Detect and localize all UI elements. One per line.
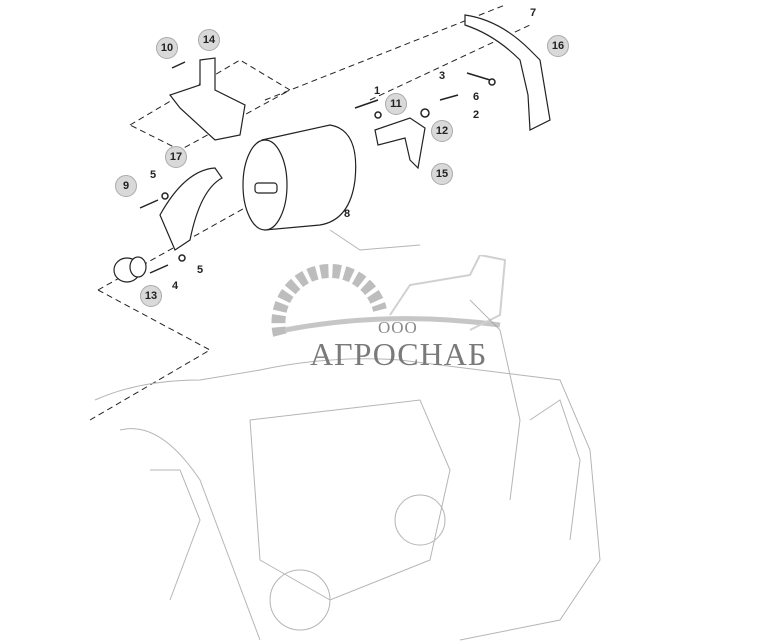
parts — [113, 14, 551, 283]
bracket-16 — [464, 14, 551, 131]
callout-3[interactable]: 3 — [439, 70, 446, 82]
callout-15[interactable]: 15 — [431, 163, 453, 185]
callout-14[interactable]: 14 — [198, 29, 220, 51]
belt-guard-17 — [159, 167, 223, 251]
callout-7[interactable]: 7 — [530, 7, 537, 19]
callout-17[interactable]: 17 — [165, 146, 187, 168]
gear-combine-icon — [271, 255, 507, 337]
callout-4[interactable]: 4 — [172, 280, 179, 292]
callout-5[interactable]: 5 — [150, 169, 157, 181]
alternator-shaft — [254, 182, 278, 194]
callout-8[interactable]: 8 — [344, 208, 351, 220]
callout-6[interactable]: 6 — [473, 91, 480, 103]
callout-12[interactable]: 12 — [431, 120, 453, 142]
callout-2[interactable]: 2 — [473, 109, 480, 121]
callout-10[interactable]: 10 — [156, 37, 178, 59]
callout-9[interactable]: 9 — [115, 175, 137, 197]
bracket-15 — [374, 117, 426, 170]
callout-13[interactable]: 13 — [140, 285, 162, 307]
callout-16[interactable]: 16 — [547, 35, 569, 57]
callout-5b[interactable]: 5 — [197, 264, 204, 276]
callout-11[interactable]: 11 — [385, 93, 407, 115]
fasteners — [139, 61, 496, 274]
watermark-name: АГРОСНАБ — [310, 336, 488, 372]
watermark-prefix: ООО — [378, 318, 418, 337]
engine-background — [94, 229, 601, 641]
bracket-14 — [169, 57, 246, 141]
callout-1[interactable]: 1 — [374, 85, 381, 97]
watermark-logo — [270, 255, 540, 385]
